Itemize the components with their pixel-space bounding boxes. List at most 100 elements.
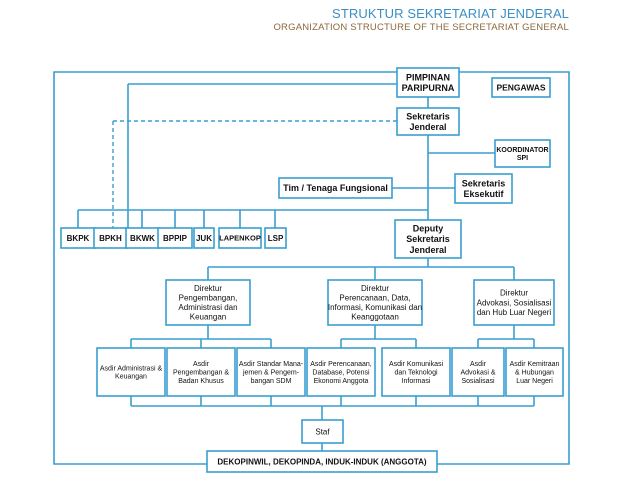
node-label-line: Asdir Komunikasi (389, 361, 444, 368)
node-label-line: Direktur (194, 284, 222, 293)
node-staf: Staf (301, 419, 344, 444)
node-bpkh: BPKH (93, 227, 128, 249)
node-label-line: Tim / Tenaga Fungsional (283, 183, 388, 193)
node-label-line: Direktur (361, 284, 389, 293)
node-label-line: Keuangan (190, 313, 226, 322)
node-label-line: Asdir (193, 361, 210, 368)
node-label-line: Advokasi, Sosialisasi (477, 298, 552, 307)
node-asdir-administrasi-keuangan: Asdir Administrasi & Keuangan (96, 347, 166, 397)
node-label-line: dan Hub Luar Negeri (477, 308, 551, 317)
node-label-line: JUK (196, 234, 212, 243)
node-label-line: bangan SDM (251, 378, 292, 385)
node-label-line: Database, Potensi (312, 369, 370, 376)
node-label-line: Keuangan (115, 374, 147, 381)
node-label-line: Jenderal (409, 245, 446, 255)
node-label-line: & Hubungan (515, 369, 554, 376)
svg-text:PENGAWAS: PENGAWAS (496, 82, 545, 92)
node-label-line: dan Teknologi (394, 369, 438, 376)
node-label-line: Ekonomi Anggota (314, 378, 369, 385)
svg-text:Asdir Perencanaan,Database, Po: Asdir Perencanaan,Database, PotensiEkono… (310, 361, 372, 385)
svg-text:BPPIP: BPPIP (163, 234, 188, 243)
svg-text:DEKOPINWIL, DEKOPINDA, INDUK-I: DEKOPINWIL, DEKOPINDA, INDUK-INDUK (ANGG… (217, 457, 427, 466)
node-label-line: Sekretaris (462, 178, 506, 188)
svg-text:LSP: LSP (268, 234, 284, 243)
node-bppip: BPPIP (157, 227, 193, 249)
node-label-line: Staf (315, 427, 330, 436)
node-label-line: Eksekutif (463, 189, 504, 199)
node-pengawas: PENGAWAS (491, 77, 551, 98)
node-label-line: Direktur (500, 289, 528, 298)
node-bkwk: BKWK (125, 227, 160, 249)
svg-text:Staf: Staf (315, 427, 330, 436)
node-label-line: Asdir Standar Mana- (239, 361, 304, 368)
node-label-line: BKPK (67, 234, 90, 243)
node-label-line: Informasi (402, 378, 431, 385)
node-label-line: Asdir Perencanaan, (310, 361, 372, 368)
node-label-line: BKWK (130, 234, 155, 243)
node-label-line: Badan Khusus (178, 378, 224, 385)
node-label-line: Sekretaris (406, 234, 450, 244)
node-label-line: PIMPINAN (406, 72, 450, 82)
node-bkpk: BKPK (60, 227, 96, 249)
node-asdir-standar-manajemen: Asdir Standar Mana-jemen & Pengem-bangan… (236, 347, 306, 397)
node-label-line: Keanggotaan (351, 313, 399, 322)
svg-text:LAPENKOP: LAPENKOP (219, 234, 261, 243)
node-label-line: PENGAWAS (496, 82, 545, 92)
node-label-line: Advokasi & (460, 369, 495, 376)
connectors (77, 83, 535, 451)
svg-text:BKWK: BKWK (130, 234, 155, 243)
node-label-line: KOORDINATOR (496, 147, 548, 154)
node-label-line: LAPENKOP (219, 234, 261, 243)
node-label-line: LSP (268, 234, 284, 243)
node-label-line: Pengembangan, (179, 294, 238, 303)
node-dekopinwil-anggota: DEKOPINWIL, DEKOPINDA, INDUK-INDUK (ANGG… (206, 450, 438, 473)
node-label-line: BPPIP (163, 234, 188, 243)
node-label-line: Informasi, Komunikasi dan (328, 303, 422, 312)
node-label-line: Deputy (413, 223, 444, 233)
svg-text:JUK: JUK (196, 234, 212, 243)
chart-title: STRUKTUR SEKRETARIAT JENDERAL (332, 6, 569, 21)
node-label-line: SPI (517, 155, 528, 162)
svg-text:Tim / Tenaga Fungsional: Tim / Tenaga Fungsional (283, 183, 388, 193)
node-label-line: Sekretaris (406, 111, 450, 121)
chart-subtitle: ORGANIZATION STRUCTURE OF THE SECRETARIA… (273, 22, 569, 33)
node-label-line: Luar Negeri (516, 378, 553, 385)
node-juk: JUK (193, 227, 215, 249)
node-label-line: DEKOPINWIL, DEKOPINDA, INDUK-INDUK (ANGG… (217, 457, 427, 466)
node-label-line: Administrasi dan (178, 303, 237, 312)
svg-text:Asdir Standar Mana-jemen & Pen: Asdir Standar Mana-jemen & Pengem-bangan… (239, 361, 304, 385)
svg-text:Asdir Administrasi &Keuangan: Asdir Administrasi & Keuangan (100, 365, 163, 380)
node-lapenkop: LAPENKOP (218, 227, 262, 249)
node-lsp: LSP (264, 227, 287, 249)
node-label-line: Asdir Administrasi & (100, 365, 163, 372)
svg-text:BPKH: BPKH (99, 234, 122, 243)
node-label-line: Perencanaan, Data, (339, 294, 410, 303)
node-label-line: Asdir (470, 361, 487, 368)
node-label-line: Jenderal (409, 122, 446, 132)
